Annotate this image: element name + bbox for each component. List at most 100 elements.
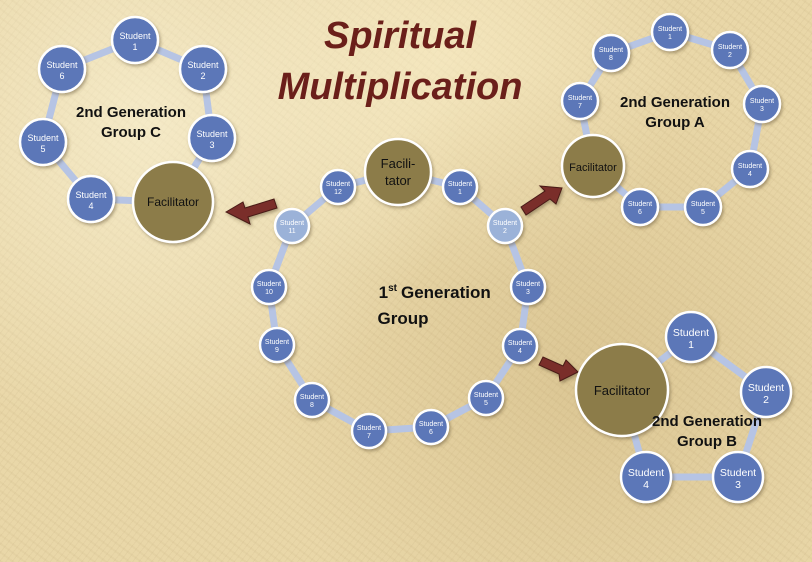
arrow-to-group-a bbox=[520, 185, 563, 216]
group-a-student-3-number: 3 bbox=[760, 106, 764, 113]
group-a-facilitator bbox=[560, 133, 626, 199]
title-line-1: Spiritual bbox=[324, 15, 477, 57]
arrow-to-group-b bbox=[538, 356, 579, 382]
group-b-student-1-number: 1 bbox=[688, 339, 694, 351]
first-generation-facilitator-label-1: Facili- bbox=[381, 156, 416, 171]
arrows bbox=[224, 185, 579, 382]
group-a-student-4-number: 4 bbox=[748, 171, 752, 178]
arrow-to-group-c bbox=[224, 198, 278, 225]
group-c-student-1-word: Student bbox=[119, 31, 151, 41]
group-a-student-4-word: Student bbox=[738, 163, 762, 170]
group-c-student-5-word: Student bbox=[27, 133, 59, 143]
group-a-student-1-circle bbox=[650, 12, 690, 52]
group-c-student-5-circle bbox=[18, 117, 68, 167]
group-a-student-3-circle bbox=[742, 84, 782, 124]
first-gen-student-7-word: Student bbox=[357, 425, 381, 432]
first-gen-student-3-number: 3 bbox=[526, 289, 530, 296]
group-a-student-8-circle bbox=[591, 33, 631, 73]
group-c-student-6-number: 6 bbox=[59, 71, 64, 81]
first-generation-label-group: Group bbox=[378, 309, 429, 328]
group-c-student-2-word: Student bbox=[187, 60, 219, 70]
group-c-student-6-circle bbox=[37, 44, 87, 94]
group-b-facilitator-label: Facilitator bbox=[594, 383, 651, 398]
group-b-label-line-1: 2nd Generation bbox=[652, 413, 762, 430]
first-gen-student-9-word: Student bbox=[265, 339, 289, 346]
group-c-student-4-number: 4 bbox=[88, 201, 93, 211]
group-c-facilitator bbox=[131, 160, 215, 244]
group-b-student-1-circle bbox=[664, 310, 718, 364]
group-a-facilitator-label: Facilitator bbox=[569, 162, 617, 174]
group-c-student-3-number: 3 bbox=[209, 140, 214, 150]
group-b-student-2-number: 2 bbox=[763, 394, 769, 406]
group-c-student-3-circle bbox=[187, 113, 237, 163]
group-c-label-line-2: Group C bbox=[101, 124, 161, 141]
student-nodes: Student1Student2Student3Student4Student5… bbox=[18, 12, 793, 504]
first-gen-student-2-circle bbox=[486, 207, 524, 245]
group-a-student-7-circle bbox=[560, 81, 600, 121]
group-c-student-4-word: Student bbox=[75, 190, 107, 200]
group-a-student-1-word: Student bbox=[658, 26, 682, 33]
first-gen-student-10-word: Student bbox=[257, 281, 281, 288]
group-a-student-2-circle bbox=[710, 30, 750, 70]
first-gen-student-6-number: 6 bbox=[429, 429, 433, 436]
first-gen-student-1-number: 1 bbox=[458, 189, 462, 196]
first-gen-student-1-circle bbox=[441, 168, 479, 206]
first-generation-label-main: Generation bbox=[401, 283, 491, 302]
group-c-student-3-word: Student bbox=[196, 129, 228, 139]
first-gen-student-1-word: Student bbox=[448, 181, 472, 188]
group-c-student-6-word: Student bbox=[46, 60, 78, 70]
first-gen-student-8-word: Student bbox=[300, 394, 324, 401]
first-gen-student-2-word: Student bbox=[493, 220, 517, 227]
group-c-student-2-circle bbox=[178, 44, 228, 94]
first-generation-ordinal: 1st bbox=[379, 283, 398, 302]
first-gen-student-8-circle bbox=[293, 381, 331, 419]
first-generation-facilitator-label-2: tator bbox=[385, 173, 412, 188]
first-gen-student-4-number: 4 bbox=[518, 348, 522, 355]
group-c-student-2-number: 2 bbox=[200, 71, 205, 81]
first-gen-student-9-number: 9 bbox=[275, 347, 279, 354]
group-a-student-4-circle bbox=[730, 149, 770, 189]
first-gen-student-11-number: 11 bbox=[288, 228, 295, 235]
first-gen-student-12-word: Student bbox=[326, 181, 350, 188]
group-a-student-8-word: Student bbox=[599, 47, 623, 54]
group-a-student-7-word: Student bbox=[568, 95, 592, 102]
first-gen-student-12-circle bbox=[319, 168, 357, 206]
group-a-label-line-1: 2nd Generation bbox=[620, 94, 730, 111]
group-a-student-8-number: 8 bbox=[609, 55, 613, 62]
first-gen-student-5-word: Student bbox=[474, 392, 498, 399]
group-b-student-3-word: Student bbox=[720, 467, 756, 479]
first-gen-student-10-number: 10 bbox=[265, 289, 273, 296]
group-c-facilitator-label: Facilitator bbox=[147, 195, 199, 209]
group-b-student-4-word: Student bbox=[628, 467, 664, 479]
first-gen-student-5-number: 5 bbox=[484, 400, 488, 407]
first-gen-student-11-circle bbox=[273, 207, 311, 245]
group-c-student-1-number: 1 bbox=[132, 42, 137, 52]
group-b-facilitator bbox=[574, 342, 670, 438]
first-gen-student-8-number: 8 bbox=[310, 402, 314, 409]
group-c-label-line-1: 2nd Generation bbox=[76, 104, 186, 121]
first-gen-student-4-circle bbox=[501, 327, 539, 365]
